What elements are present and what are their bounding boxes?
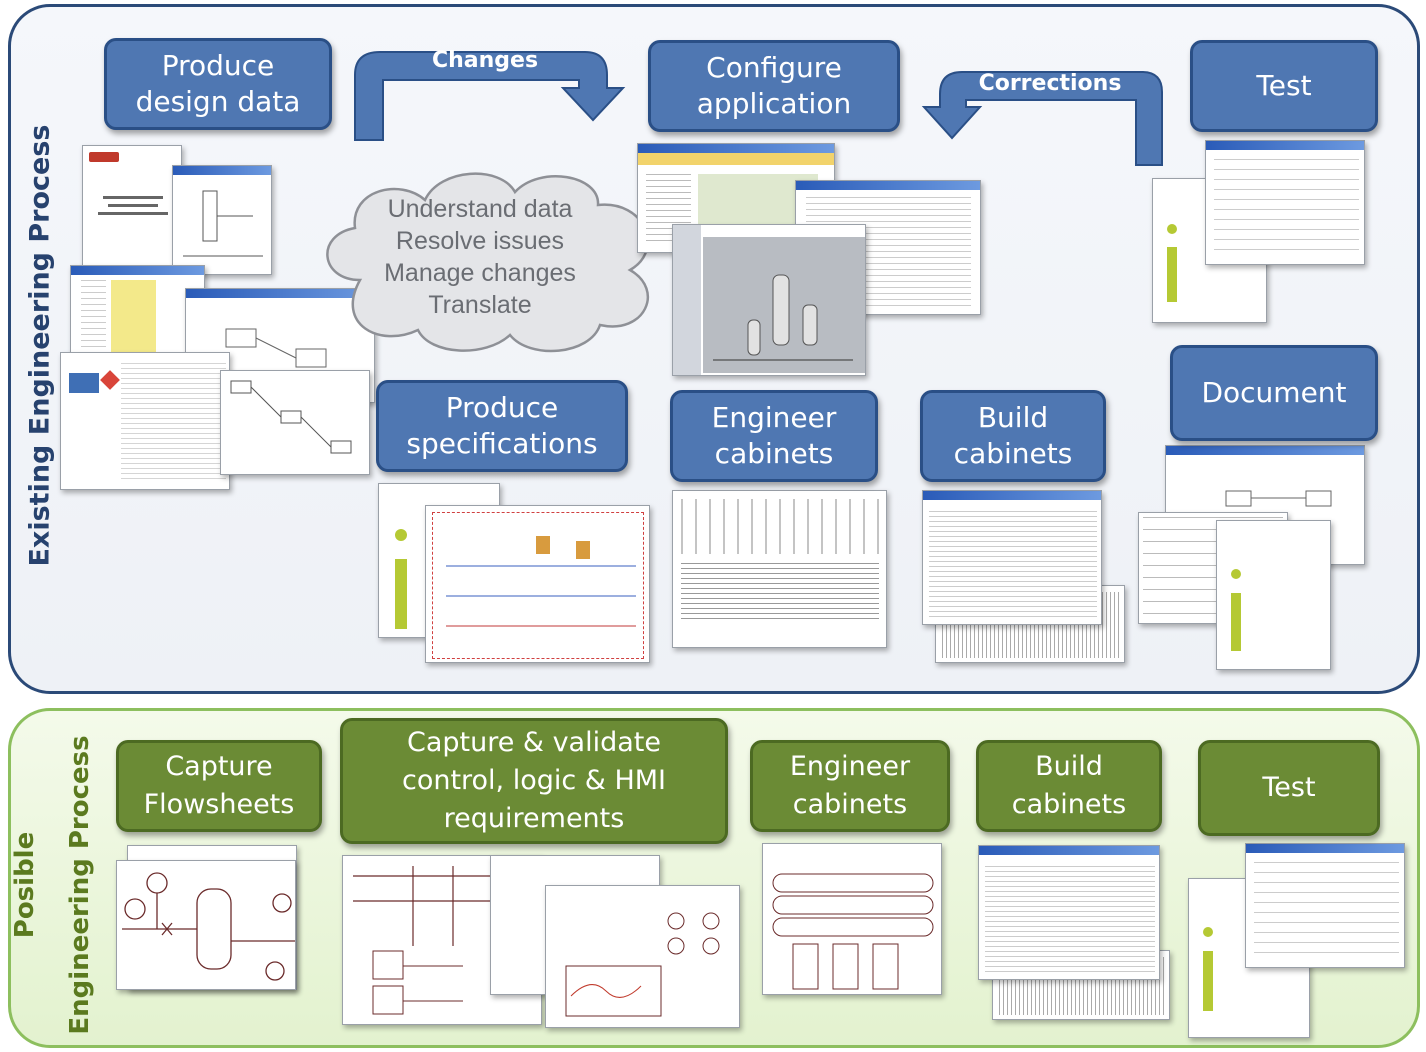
changes-arrow <box>354 51 626 141</box>
cloud-line-2: Resolve issues <box>395 227 565 255</box>
configure-application-line-1: Configure <box>706 50 842 84</box>
capture-flowsheets-box: Capture Flowsheets <box>116 740 322 832</box>
hmi-sketch <box>545 885 740 1028</box>
engineer-cabinets-top-line-2: cabinets <box>714 437 834 470</box>
pid-drawing-thumbnail <box>172 165 272 275</box>
test-results-thumbnail-bottom <box>1245 843 1405 968</box>
spreadsheet-thumbnail <box>70 265 205 365</box>
build-sheet-thumbnail <box>922 490 1102 625</box>
test-box-bottom: Test <box>1198 740 1380 836</box>
build-cabinets-bottom-line-1: Build <box>1035 751 1103 783</box>
document-box: Document <box>1170 345 1378 441</box>
engineer-cabinets-bottom-line-1: Engineer <box>789 751 911 783</box>
build-cabinets-top-line-2: cabinets <box>953 437 1073 470</box>
configure-application-line-2: application <box>696 87 852 120</box>
cause-effect-thumbnail <box>60 352 230 490</box>
cabinet-drawing-thumbnail <box>672 490 887 648</box>
produce-specifications-box: Produce specifications <box>376 380 628 472</box>
existing-process-label: Existing Engineering Process <box>24 124 56 567</box>
produce-specifications-line-2: specifications <box>406 427 598 460</box>
capture-validate-line-2: control, logic & HMI <box>401 765 667 797</box>
corrections-arrow <box>921 71 1163 166</box>
capture-validate-box: Capture & validate control, logic & HMI … <box>340 718 728 844</box>
hmi-graphic-thumbnail <box>672 224 866 376</box>
test-top-line-1: Test <box>1256 68 1312 102</box>
cabinet-sketch <box>762 843 942 995</box>
design-doc-cover-thumbnail <box>82 145 182 273</box>
cloud-line-3: Manage changes <box>384 259 576 287</box>
possible-process-label-line2: Engineering Process <box>65 735 95 1035</box>
test-box-top: Test <box>1190 40 1378 132</box>
engineer-cabinets-top-line-1: Engineer <box>711 400 837 434</box>
build-cabinets-bottom-line-2: cabinets <box>1011 789 1127 820</box>
produce-design-data-line-1: Produce <box>161 48 275 82</box>
document-line-1: Document <box>1201 375 1347 409</box>
layout-drawing-thumbnail <box>220 370 370 475</box>
cloud-line-4: Translate <box>428 291 532 319</box>
engineer-cabinets-bottom-line-2: cabinets <box>792 789 908 820</box>
build-cabinets-box-top: Build cabinets <box>920 390 1106 482</box>
produce-specifications-line-1: Produce <box>445 390 559 424</box>
produce-design-data-box: Produce design data <box>104 38 332 130</box>
configure-application-box: Configure application <box>648 40 900 132</box>
capture-validate-line-1: Capture & validate <box>407 727 661 759</box>
engineer-cabinets-box-top: Engineer cabinets <box>670 390 878 482</box>
test-bottom-line-1: Test <box>1262 772 1316 804</box>
test-results-thumbnail <box>1205 140 1365 265</box>
cloud-text: Understand data Resolve issues Manage ch… <box>340 193 620 321</box>
document-manual-thumbnail <box>1216 520 1331 670</box>
changes-label: Changes <box>431 48 539 73</box>
capture-validate-line-3: requirements <box>443 802 625 834</box>
build-cabinets-top-line-1: Build <box>977 400 1049 434</box>
cloud-line-1: Understand data <box>387 195 573 223</box>
flowsheet-sketch <box>116 860 296 990</box>
spec-drawing-thumbnail <box>425 505 650 663</box>
build-sheet-thumbnail-bottom <box>978 845 1160 980</box>
build-cabinets-box-bottom: Build cabinets <box>976 740 1162 832</box>
produce-design-data-line-2: design data <box>135 85 301 118</box>
capture-flowsheets-line-1: Capture <box>165 751 273 783</box>
possible-process-label-line1: Posible <box>10 831 40 939</box>
engineer-cabinets-box-bottom: Engineer cabinets <box>750 740 950 832</box>
capture-flowsheets-line-2: Flowsheets <box>143 789 295 820</box>
corrections-label: Corrections <box>978 71 1122 96</box>
